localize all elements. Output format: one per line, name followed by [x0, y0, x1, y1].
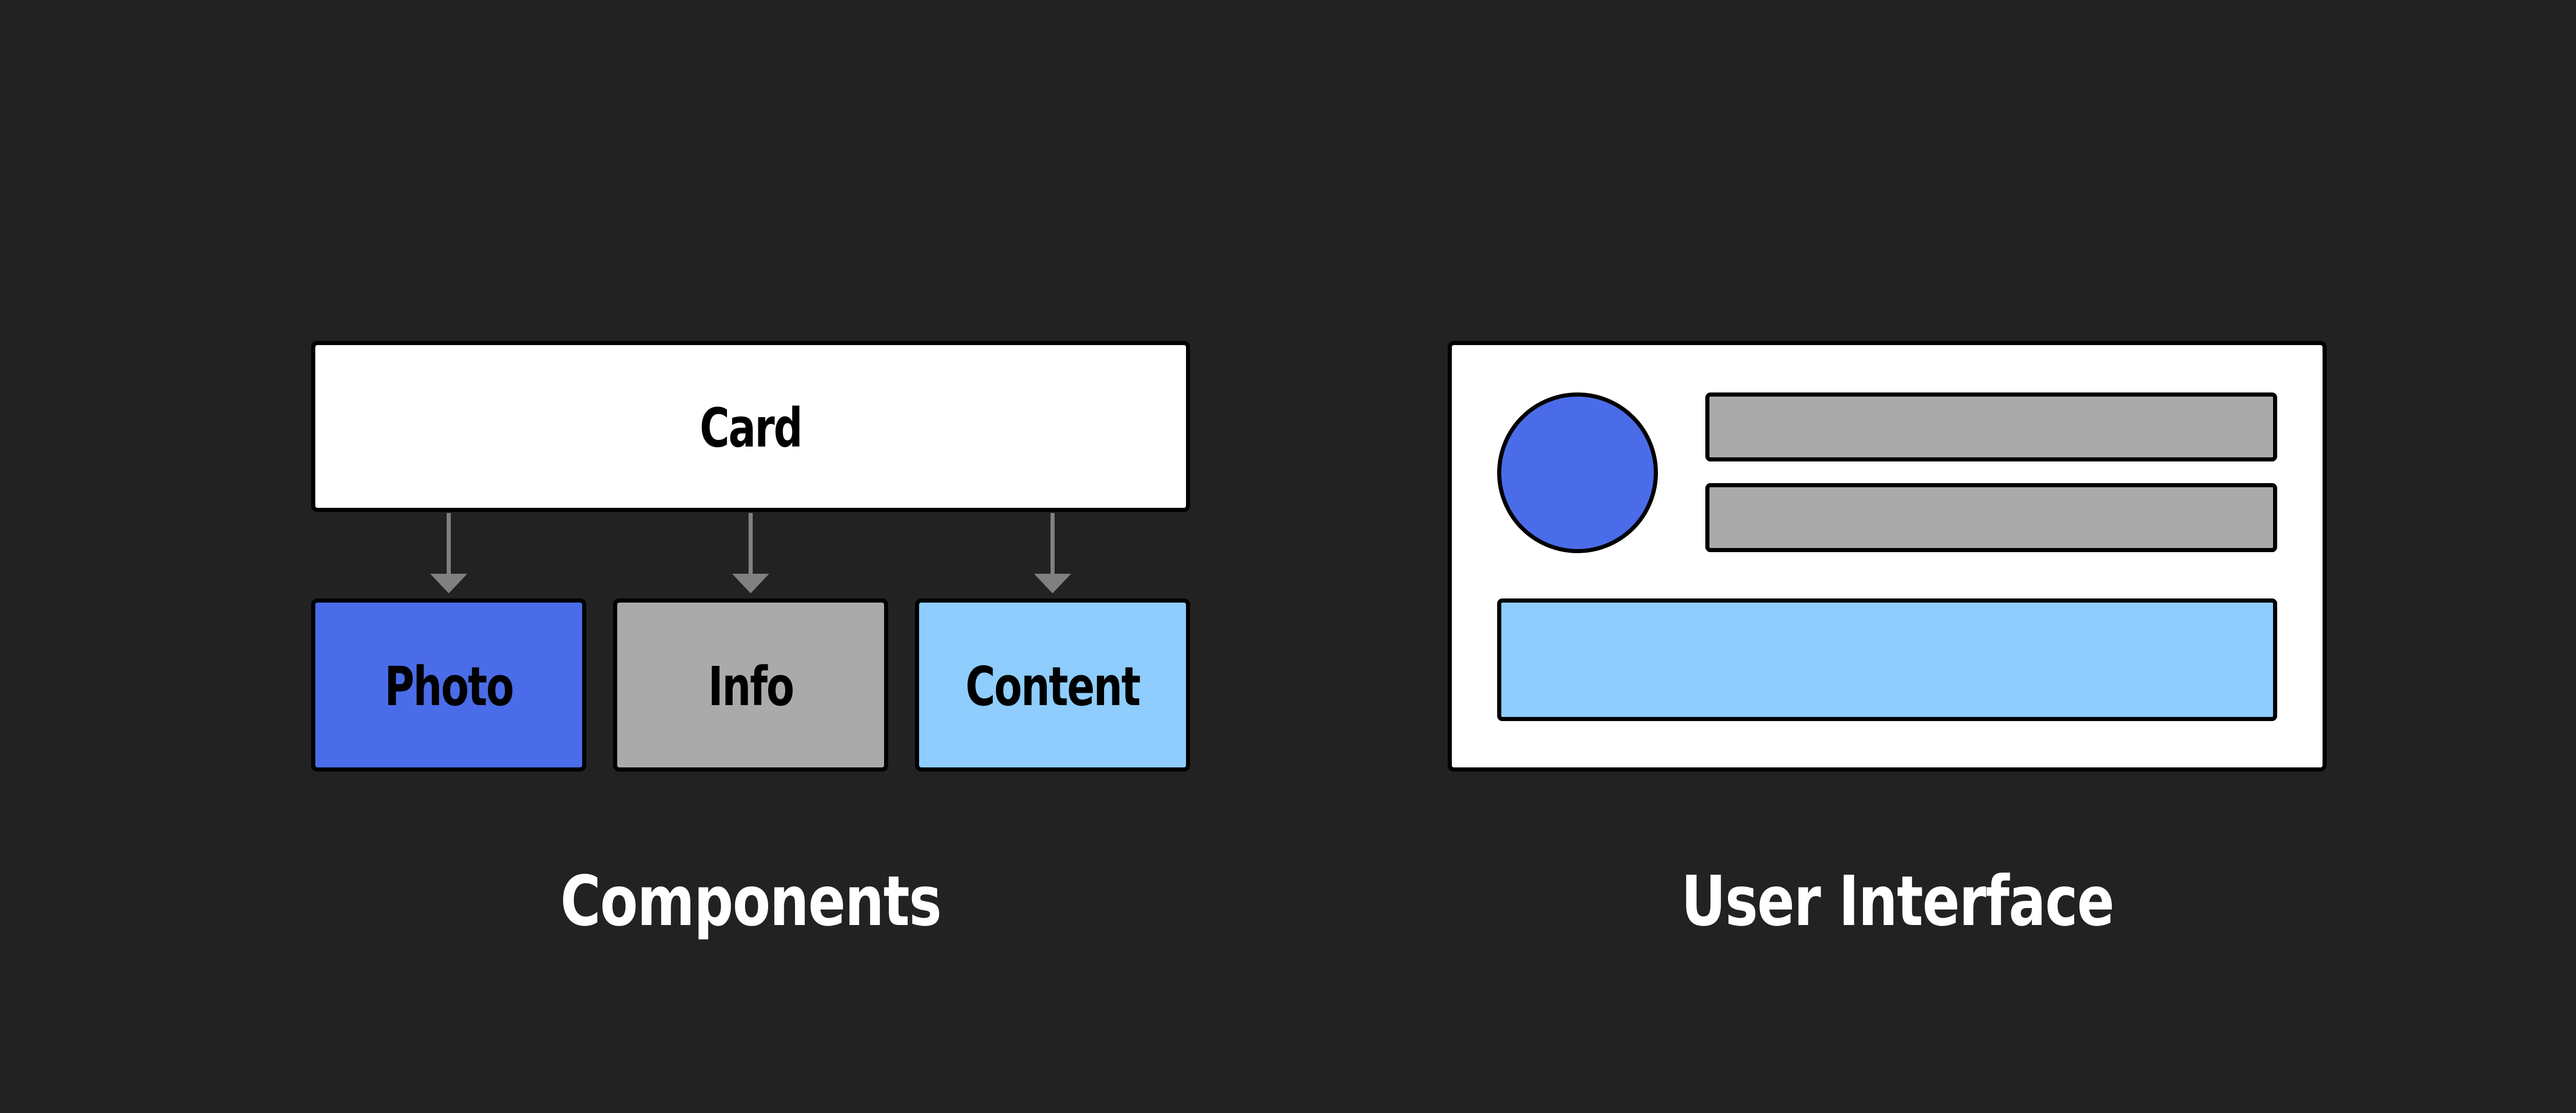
card-node-label: Card: [700, 397, 803, 459]
ui-content-block: [1497, 598, 2277, 721]
info-node-label: Info: [708, 655, 794, 718]
arrow-to-info: [732, 513, 769, 593]
arrow-to-photo: [430, 513, 467, 593]
ui-info-bar-2: [1705, 483, 2277, 552]
ui-avatar: [1497, 392, 1658, 553]
photo-node-label: Photo: [384, 655, 514, 718]
arrow-to-content: [1034, 513, 1071, 593]
content-node-label: Content: [965, 655, 1141, 718]
user-interface-caption: User Interface: [1681, 861, 2114, 941]
components-caption: Components: [560, 861, 942, 941]
content-node: Content: [915, 598, 1190, 772]
card-node: Card: [311, 341, 1190, 512]
photo-node: Photo: [311, 598, 586, 772]
ui-info-bar-1: [1705, 392, 2277, 461]
info-node: Info: [613, 598, 888, 772]
